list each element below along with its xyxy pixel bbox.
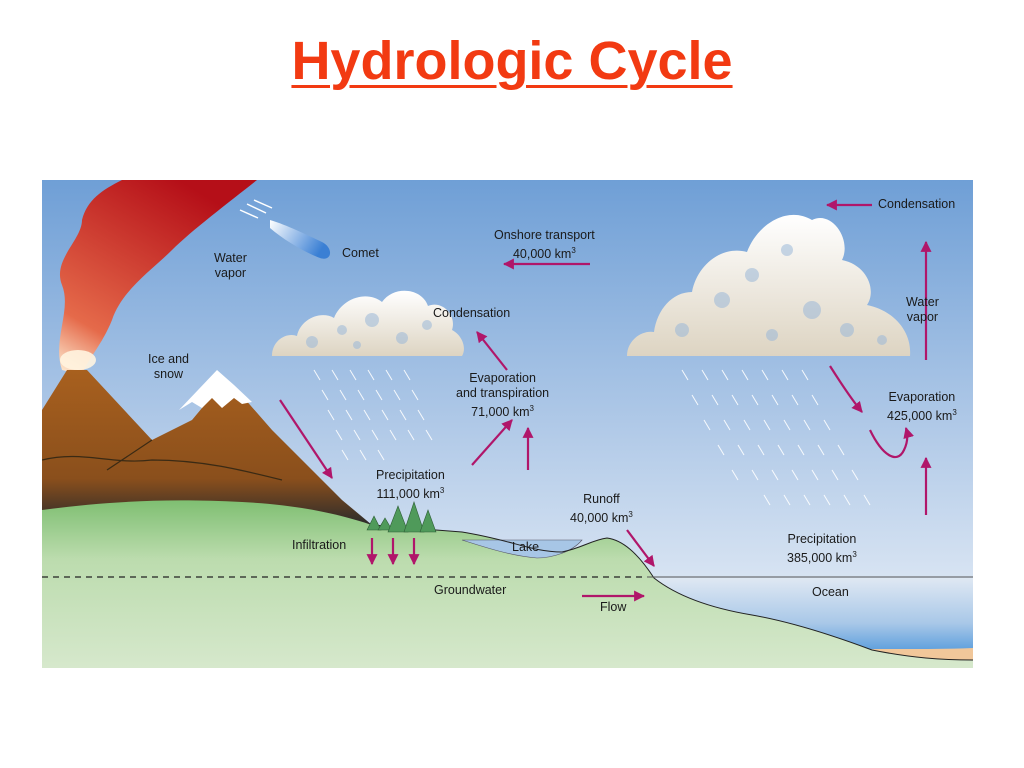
volcano-plume xyxy=(59,180,257,375)
label-precipitation-ocean: Precipitation 385,000 km3 xyxy=(787,532,857,566)
label-condensation-right: Condensation xyxy=(878,197,956,211)
runoff-arrow xyxy=(626,529,655,567)
condensation-left-arrow xyxy=(476,331,508,371)
label-groundwater: Groundwater xyxy=(434,583,507,597)
evaporation-loop-arrow xyxy=(869,426,915,458)
label-flow: Flow xyxy=(600,600,627,614)
page-title: Hydrologic Cycle xyxy=(291,31,733,91)
lake-water xyxy=(461,539,583,559)
trees xyxy=(366,501,437,533)
land xyxy=(42,500,973,668)
volcano-glow xyxy=(60,350,96,370)
label-condensation-left: Condensation xyxy=(433,306,511,320)
rain-left xyxy=(313,369,433,461)
mountains xyxy=(42,370,372,525)
label-infiltration: Infiltration xyxy=(292,538,347,552)
label-runoff: Runoff 40,000 km3 xyxy=(570,492,633,526)
diagram-illustration xyxy=(42,180,973,668)
snow-cap xyxy=(179,370,252,410)
flow-arrows xyxy=(279,199,932,602)
rain-right xyxy=(681,369,871,506)
cloud-right xyxy=(627,214,911,356)
label-onshore-transport: Onshore transport 40,000 km3 xyxy=(494,228,595,262)
label-evaporation-ocean: Evaporation 425,000 km3 xyxy=(887,390,957,424)
label-lake: Lake xyxy=(512,540,540,554)
label-precipitation-land: Precipitation 111,000 km3 xyxy=(376,468,445,502)
precipitation-land-arrow xyxy=(279,399,333,479)
comet xyxy=(239,199,331,259)
label-ocean: Ocean xyxy=(812,585,849,599)
precipitation-ocean-arrow xyxy=(829,365,863,413)
evapotranspiration-arrow-1 xyxy=(471,419,513,466)
label-evaporation-transpiration: Evaporation and transpiration 71,000 km3 xyxy=(456,371,550,420)
label-comet: Comet xyxy=(342,246,379,260)
